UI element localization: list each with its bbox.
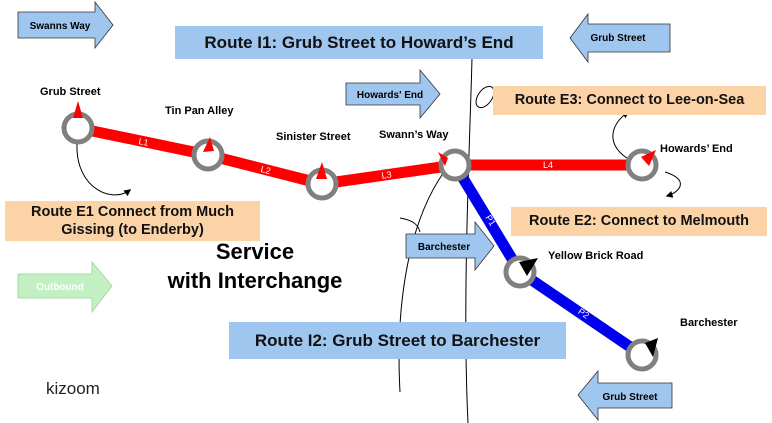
connector-e1-arrow — [76, 133, 132, 197]
stop-sinister-street[interactable] — [305, 162, 339, 201]
link-label-p1: P1 — [483, 213, 497, 228]
link-label-l2: L2 — [260, 164, 272, 176]
stop-barchester[interactable] — [625, 338, 659, 372]
service-title-line-1: Service — [215, 239, 295, 264]
stop-label-grub-street: Grub Street — [40, 86, 101, 98]
arrow-swanns-way[interactable]: Swanns Way — [17, 0, 114, 50]
route-box-e3: Route E3: Connect to Lee-on-Sea — [493, 86, 766, 115]
link-label-l1: L1 — [138, 136, 150, 148]
stop-label-sinister-street: Sinister Street — [276, 131, 351, 143]
arrow-outbound[interactable]: Outbound — [17, 260, 113, 314]
interchange-marker — [475, 85, 495, 109]
arrow-grub-street-bottom[interactable]: Grub Street — [577, 369, 673, 422]
swanns-way-tick — [399, 217, 421, 233]
arrow-swanns-way-label: Swanns Way — [30, 21, 91, 32]
connector-i1-line — [465, 57, 473, 423]
kizoom-logo-text: kizoom — [46, 379, 100, 398]
arrow-howards-end-label: Howards' End — [357, 90, 423, 101]
service-title-line-2: with Interchange — [167, 267, 343, 293]
service-title: Service with Interchange — [150, 238, 360, 295]
kizoom-logo: kizoom — [46, 379, 100, 399]
stop-grub-street[interactable] — [61, 101, 95, 145]
route-box-i1: Route I1: Grub Street to Howard’s End — [175, 26, 543, 59]
link-label-l3: L3 — [381, 169, 392, 180]
stop-label-howards-end: Howards’ End — [660, 143, 733, 155]
arrow-grub-street-bottom-label: Grub Street — [602, 392, 658, 403]
arrow-barchester-label: Barchester — [418, 242, 470, 253]
route-box-i2: Route I2: Grub Street to Barchester — [229, 322, 566, 359]
stop-swanns-way[interactable] — [438, 148, 472, 182]
arrow-barchester[interactable]: Barchester — [405, 220, 495, 272]
route-box-e2: Route E2: Connect to Melmouth — [511, 207, 767, 236]
arrow-grub-street-top-label: Grub Street — [590, 33, 646, 44]
stop-label-barchester: Barchester — [680, 317, 738, 329]
route-box-e1: Route E1 Connect from Much Gissing (to E… — [5, 201, 260, 241]
stop-label-swanns-way: Swann’s Way — [379, 129, 449, 141]
red-route-line — [76, 122, 642, 190]
stop-label-tin-pan-alley: Tin Pan Alley — [165, 105, 234, 117]
arrow-howards-end[interactable]: Howards' End — [345, 68, 441, 120]
connector-i2-line — [398, 171, 445, 393]
stop-howards-end[interactable] — [625, 148, 659, 182]
stop-tin-pan-alley[interactable] — [191, 137, 225, 172]
arrow-grub-street-top[interactable]: Grub Street — [569, 12, 671, 64]
blue-route-line — [450, 162, 646, 360]
link-label-l4: L4 — [543, 160, 553, 170]
stop-label-yellow-brick-road: Yellow Brick Road — [548, 250, 643, 262]
stop-yellow-brick-road[interactable] — [503, 255, 538, 289]
connector-e3-arrow — [612, 111, 631, 161]
arrow-outbound-label: Outbound — [36, 282, 84, 293]
connector-e2-arrow — [664, 171, 681, 198]
